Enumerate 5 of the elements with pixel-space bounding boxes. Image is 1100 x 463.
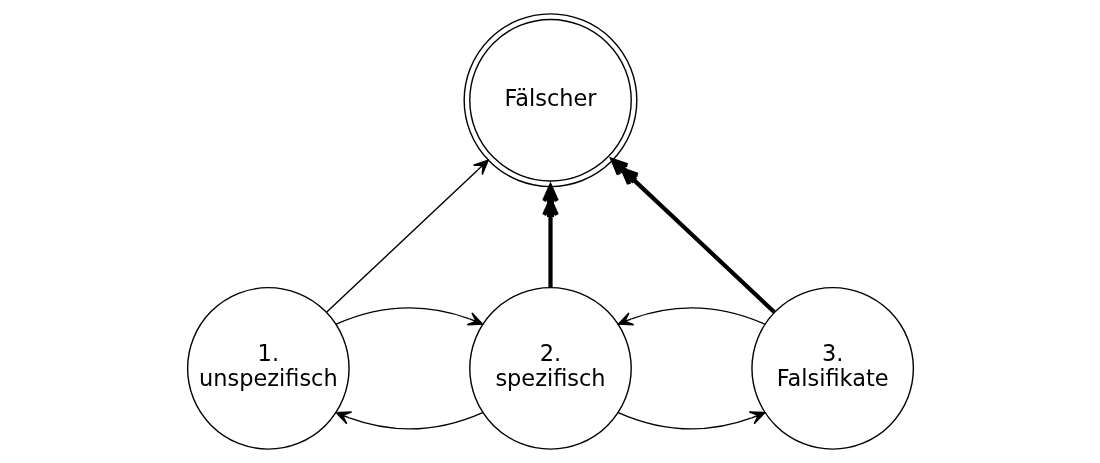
arrow bbox=[334, 307, 483, 326]
arrow bbox=[334, 411, 483, 430]
arrow bbox=[325, 159, 489, 313]
arrow bbox=[617, 307, 766, 326]
arrow bbox=[617, 411, 766, 430]
